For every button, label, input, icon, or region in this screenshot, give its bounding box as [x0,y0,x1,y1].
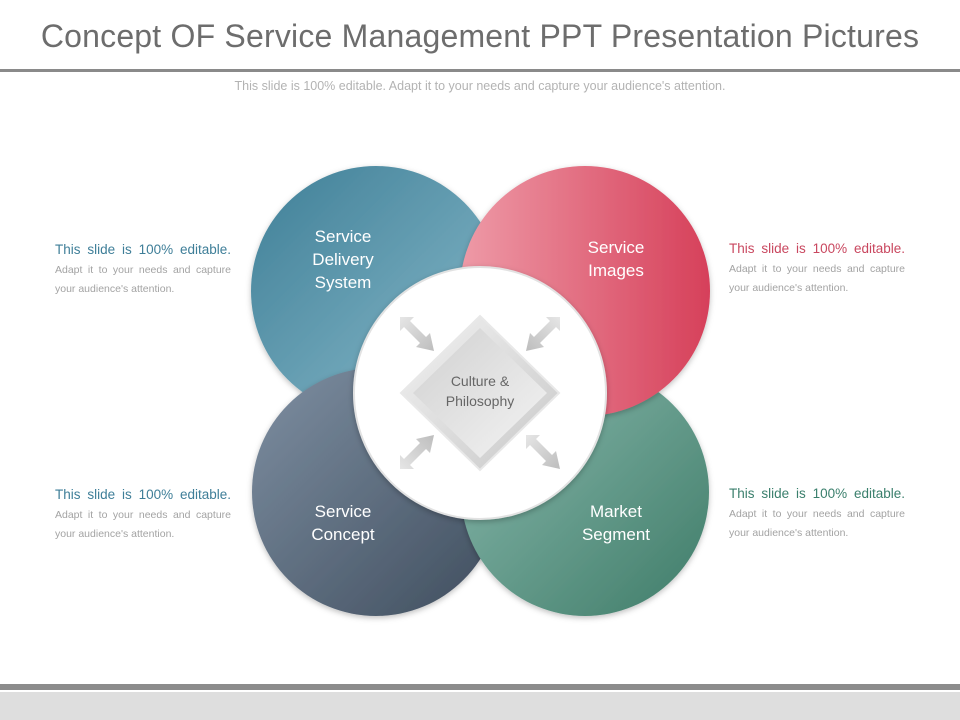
arrow-top-left-icon [400,317,434,351]
note-top-right: This slide is 100% editable. Adapt it to… [729,239,905,297]
note-bottom-left-body: Adapt it to your needs and capture your … [55,509,231,541]
label-service-concept-line1: Service [315,502,372,521]
slide-title: Concept OF Service Management PPT Presen… [40,18,920,54]
slide-subtitle: This slide is 100% editable. Adapt it to… [234,79,726,93]
label-service-concept-line2: Concept [311,525,375,544]
title-divider [0,69,960,72]
note-top-left: This slide is 100% editable. Adapt it to… [55,240,231,298]
label-service-delivery-line2: Delivery [312,250,374,269]
label-market-segment-line1: Market [590,502,642,521]
note-bottom-right-body: Adapt it to your needs and capture your … [729,508,905,540]
label-service-images-line1: Service [588,238,645,257]
label-service-delivery-line1: Service [315,227,372,246]
footer-divider [0,684,960,690]
footer-band [0,692,960,720]
center-label-line2: Philosophy [446,393,515,409]
arrow-bottom-left-icon [400,435,434,469]
label-market-segment-line2: Segment [582,525,650,544]
arrow-bottom-right-icon [526,435,560,469]
note-bottom-left: This slide is 100% editable. Adapt it to… [55,485,231,543]
note-top-right-body: Adapt it to your needs and capture your … [729,263,905,295]
note-bottom-right-lead: This slide is 100% editable. [729,486,905,501]
center-label-line1: Culture & [451,373,510,389]
arrow-top-right-icon [526,317,560,351]
label-service-images-line2: Images [588,261,644,280]
label-service-delivery-line3: System [315,273,372,292]
note-bottom-left-lead: This slide is 100% editable. [55,487,231,502]
note-bottom-right: This slide is 100% editable. Adapt it to… [729,484,905,542]
center-diamond-inner [413,328,547,458]
note-top-left-body: Adapt it to your needs and capture your … [55,264,231,296]
note-top-left-lead: This slide is 100% editable. [55,242,231,257]
note-top-right-lead: This slide is 100% editable. [729,241,905,256]
